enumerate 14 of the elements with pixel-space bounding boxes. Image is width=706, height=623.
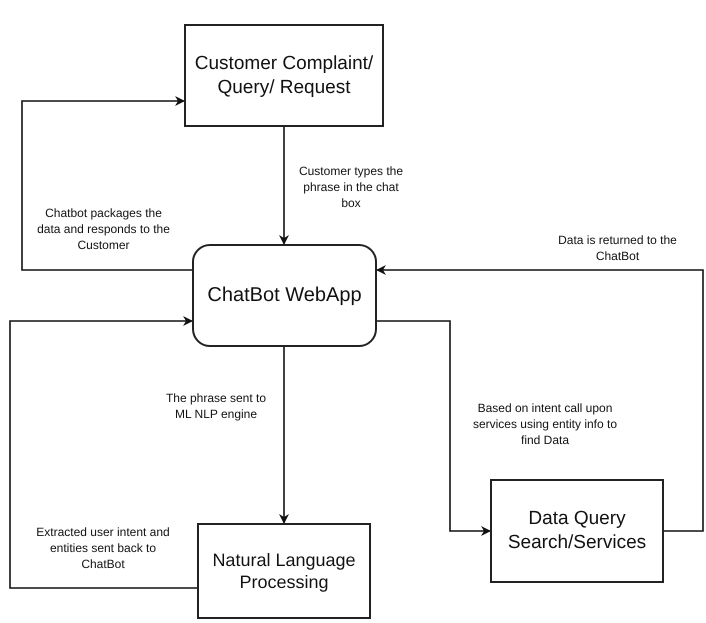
arrow <box>376 265 704 532</box>
arrow <box>21 96 192 271</box>
arrow <box>9 316 197 589</box>
node-label: ChatBot WebApp <box>207 283 362 308</box>
arrow <box>377 320 491 536</box>
node-label: Natural Language Processing <box>211 548 357 594</box>
process-box <box>490 479 664 583</box>
process-box <box>197 523 371 619</box>
arrow <box>279 347 289 524</box>
arrow <box>279 127 289 245</box>
rounded-process-box <box>192 244 377 347</box>
process-box <box>184 24 384 127</box>
node-label: Customer Complaint/ Query/ Request <box>194 52 374 100</box>
node-label: Data Query Search/Services <box>506 507 648 555</box>
